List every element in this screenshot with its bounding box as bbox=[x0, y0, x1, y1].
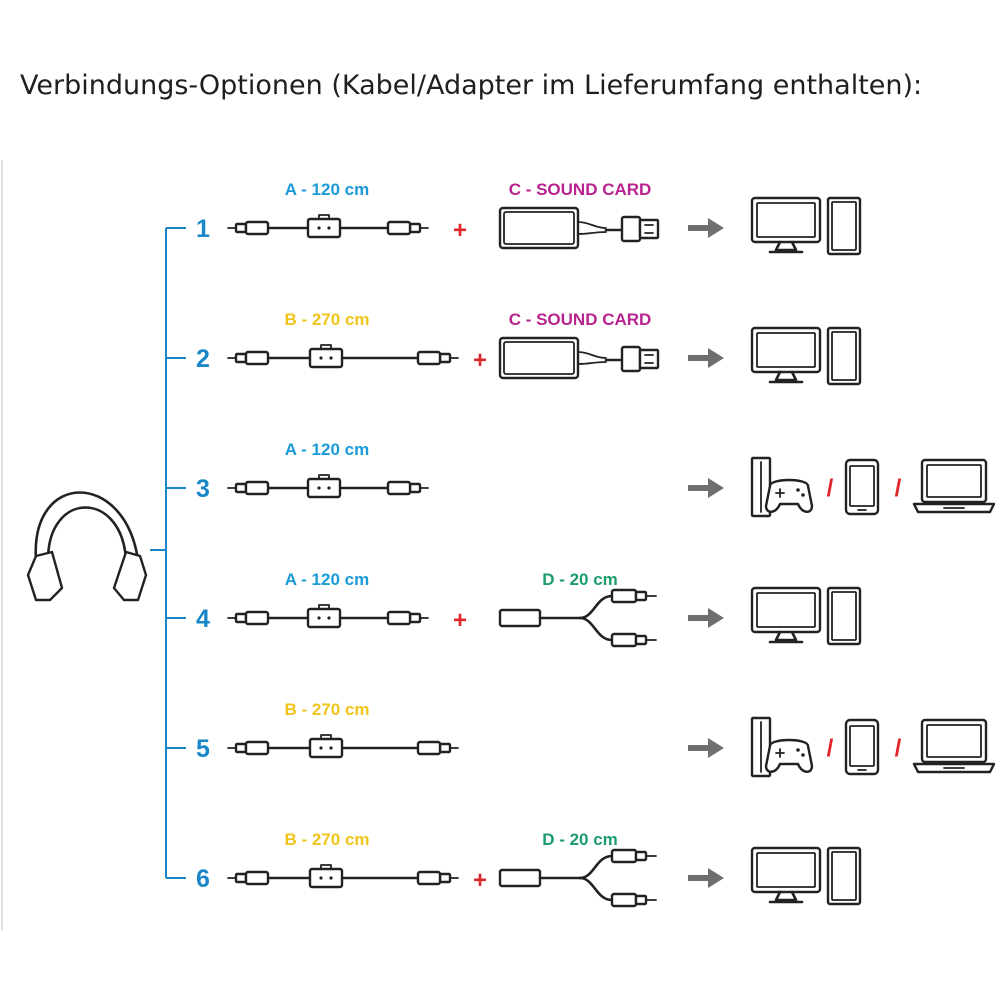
sound-card-icon bbox=[498, 336, 660, 380]
inline-control bbox=[306, 214, 342, 239]
arrow-right-icon bbox=[688, 868, 724, 888]
jack-plug bbox=[227, 610, 270, 626]
monitor-icon bbox=[750, 326, 822, 384]
cable-label: A - 120 cm bbox=[285, 570, 369, 589]
jack-plug bbox=[227, 350, 270, 366]
console-icon bbox=[750, 716, 772, 778]
jack-plug bbox=[227, 740, 270, 756]
headphone-icon bbox=[26, 491, 148, 602]
inline-control bbox=[308, 864, 344, 889]
option-number: 2 bbox=[196, 345, 210, 373]
inline-control bbox=[308, 344, 344, 369]
separator-slash: / bbox=[827, 475, 834, 502]
option-row-6: 6 B - 270 cm + D - 20 cm bbox=[196, 830, 862, 908]
sound-card-icon bbox=[498, 206, 660, 250]
separator-slash: / bbox=[895, 735, 902, 762]
plus-sign: + bbox=[453, 217, 467, 244]
gamepad-icon bbox=[764, 738, 814, 773]
separator-slash: / bbox=[895, 475, 902, 502]
cable-label: B - 270 cm bbox=[284, 830, 369, 849]
arrow-right-icon bbox=[688, 478, 724, 498]
pc-tower-icon bbox=[826, 196, 862, 256]
inline-control bbox=[308, 734, 344, 759]
option-row-3: 3 A - 120 cm / / bbox=[196, 440, 996, 518]
pc-tower-icon bbox=[826, 326, 862, 386]
splitter-label: D - 20 cm bbox=[542, 830, 618, 849]
splitter-label: D - 20 cm bbox=[542, 570, 618, 589]
option-number: 5 bbox=[196, 735, 210, 763]
monitor-icon bbox=[750, 196, 822, 254]
page-title: Verbindungs-Optionen (Kabel/Adapter im L… bbox=[20, 70, 923, 101]
option-number: 3 bbox=[196, 475, 210, 503]
jack-plug bbox=[386, 220, 429, 236]
option-row-5: 5 B - 270 cm / / bbox=[196, 700, 996, 778]
inline-control bbox=[306, 474, 342, 499]
pc-tower-icon bbox=[826, 586, 862, 646]
option-row-1: 1 A - 120 cm + C - SOUND CARD bbox=[196, 180, 862, 256]
option-row-2: 2 B - 270 cm + C - SOUND CARD bbox=[196, 310, 862, 386]
jack-plug bbox=[227, 480, 270, 496]
laptop-icon bbox=[912, 458, 996, 514]
jack-plug bbox=[386, 610, 429, 626]
smartphone-icon bbox=[844, 458, 880, 516]
monitor-icon bbox=[750, 586, 822, 644]
cable-label: B - 270 cm bbox=[284, 700, 369, 719]
arrow-right-icon bbox=[688, 348, 724, 368]
jack-plug bbox=[416, 870, 459, 886]
arrow-right-icon bbox=[688, 218, 724, 238]
plus-sign: + bbox=[473, 867, 487, 894]
option-number: 1 bbox=[196, 215, 210, 243]
jack-plug bbox=[416, 350, 459, 366]
gamepad-icon bbox=[764, 478, 814, 513]
separator-slash: / bbox=[827, 735, 834, 762]
arrow-right-icon bbox=[688, 608, 724, 628]
jack-plug bbox=[386, 480, 429, 496]
sound-card-label: C - SOUND CARD bbox=[509, 310, 652, 329]
splitter-cable-icon bbox=[498, 588, 657, 648]
jack-plug bbox=[227, 220, 270, 236]
pc-tower-icon bbox=[826, 846, 862, 906]
option-number: 6 bbox=[196, 865, 210, 893]
plus-sign: + bbox=[453, 607, 467, 634]
jack-plug bbox=[416, 740, 459, 756]
monitor-icon bbox=[750, 846, 822, 904]
connection-tree bbox=[150, 227, 186, 879]
laptop-icon bbox=[912, 718, 996, 774]
jack-plug bbox=[227, 870, 270, 886]
option-number: 4 bbox=[196, 605, 210, 633]
arrow-right-icon bbox=[688, 738, 724, 758]
cable-label: A - 120 cm bbox=[285, 440, 369, 459]
splitter-cable-icon bbox=[498, 848, 657, 908]
cable-label: B - 270 cm bbox=[284, 310, 369, 329]
option-row-4: 4 A - 120 cm + D - 20 cm bbox=[196, 570, 862, 648]
plus-sign: + bbox=[473, 347, 487, 374]
smartphone-icon bbox=[844, 718, 880, 776]
cable-label: A - 120 cm bbox=[285, 180, 369, 199]
inline-control bbox=[306, 604, 342, 629]
sound-card-label: C - SOUND CARD bbox=[509, 180, 652, 199]
